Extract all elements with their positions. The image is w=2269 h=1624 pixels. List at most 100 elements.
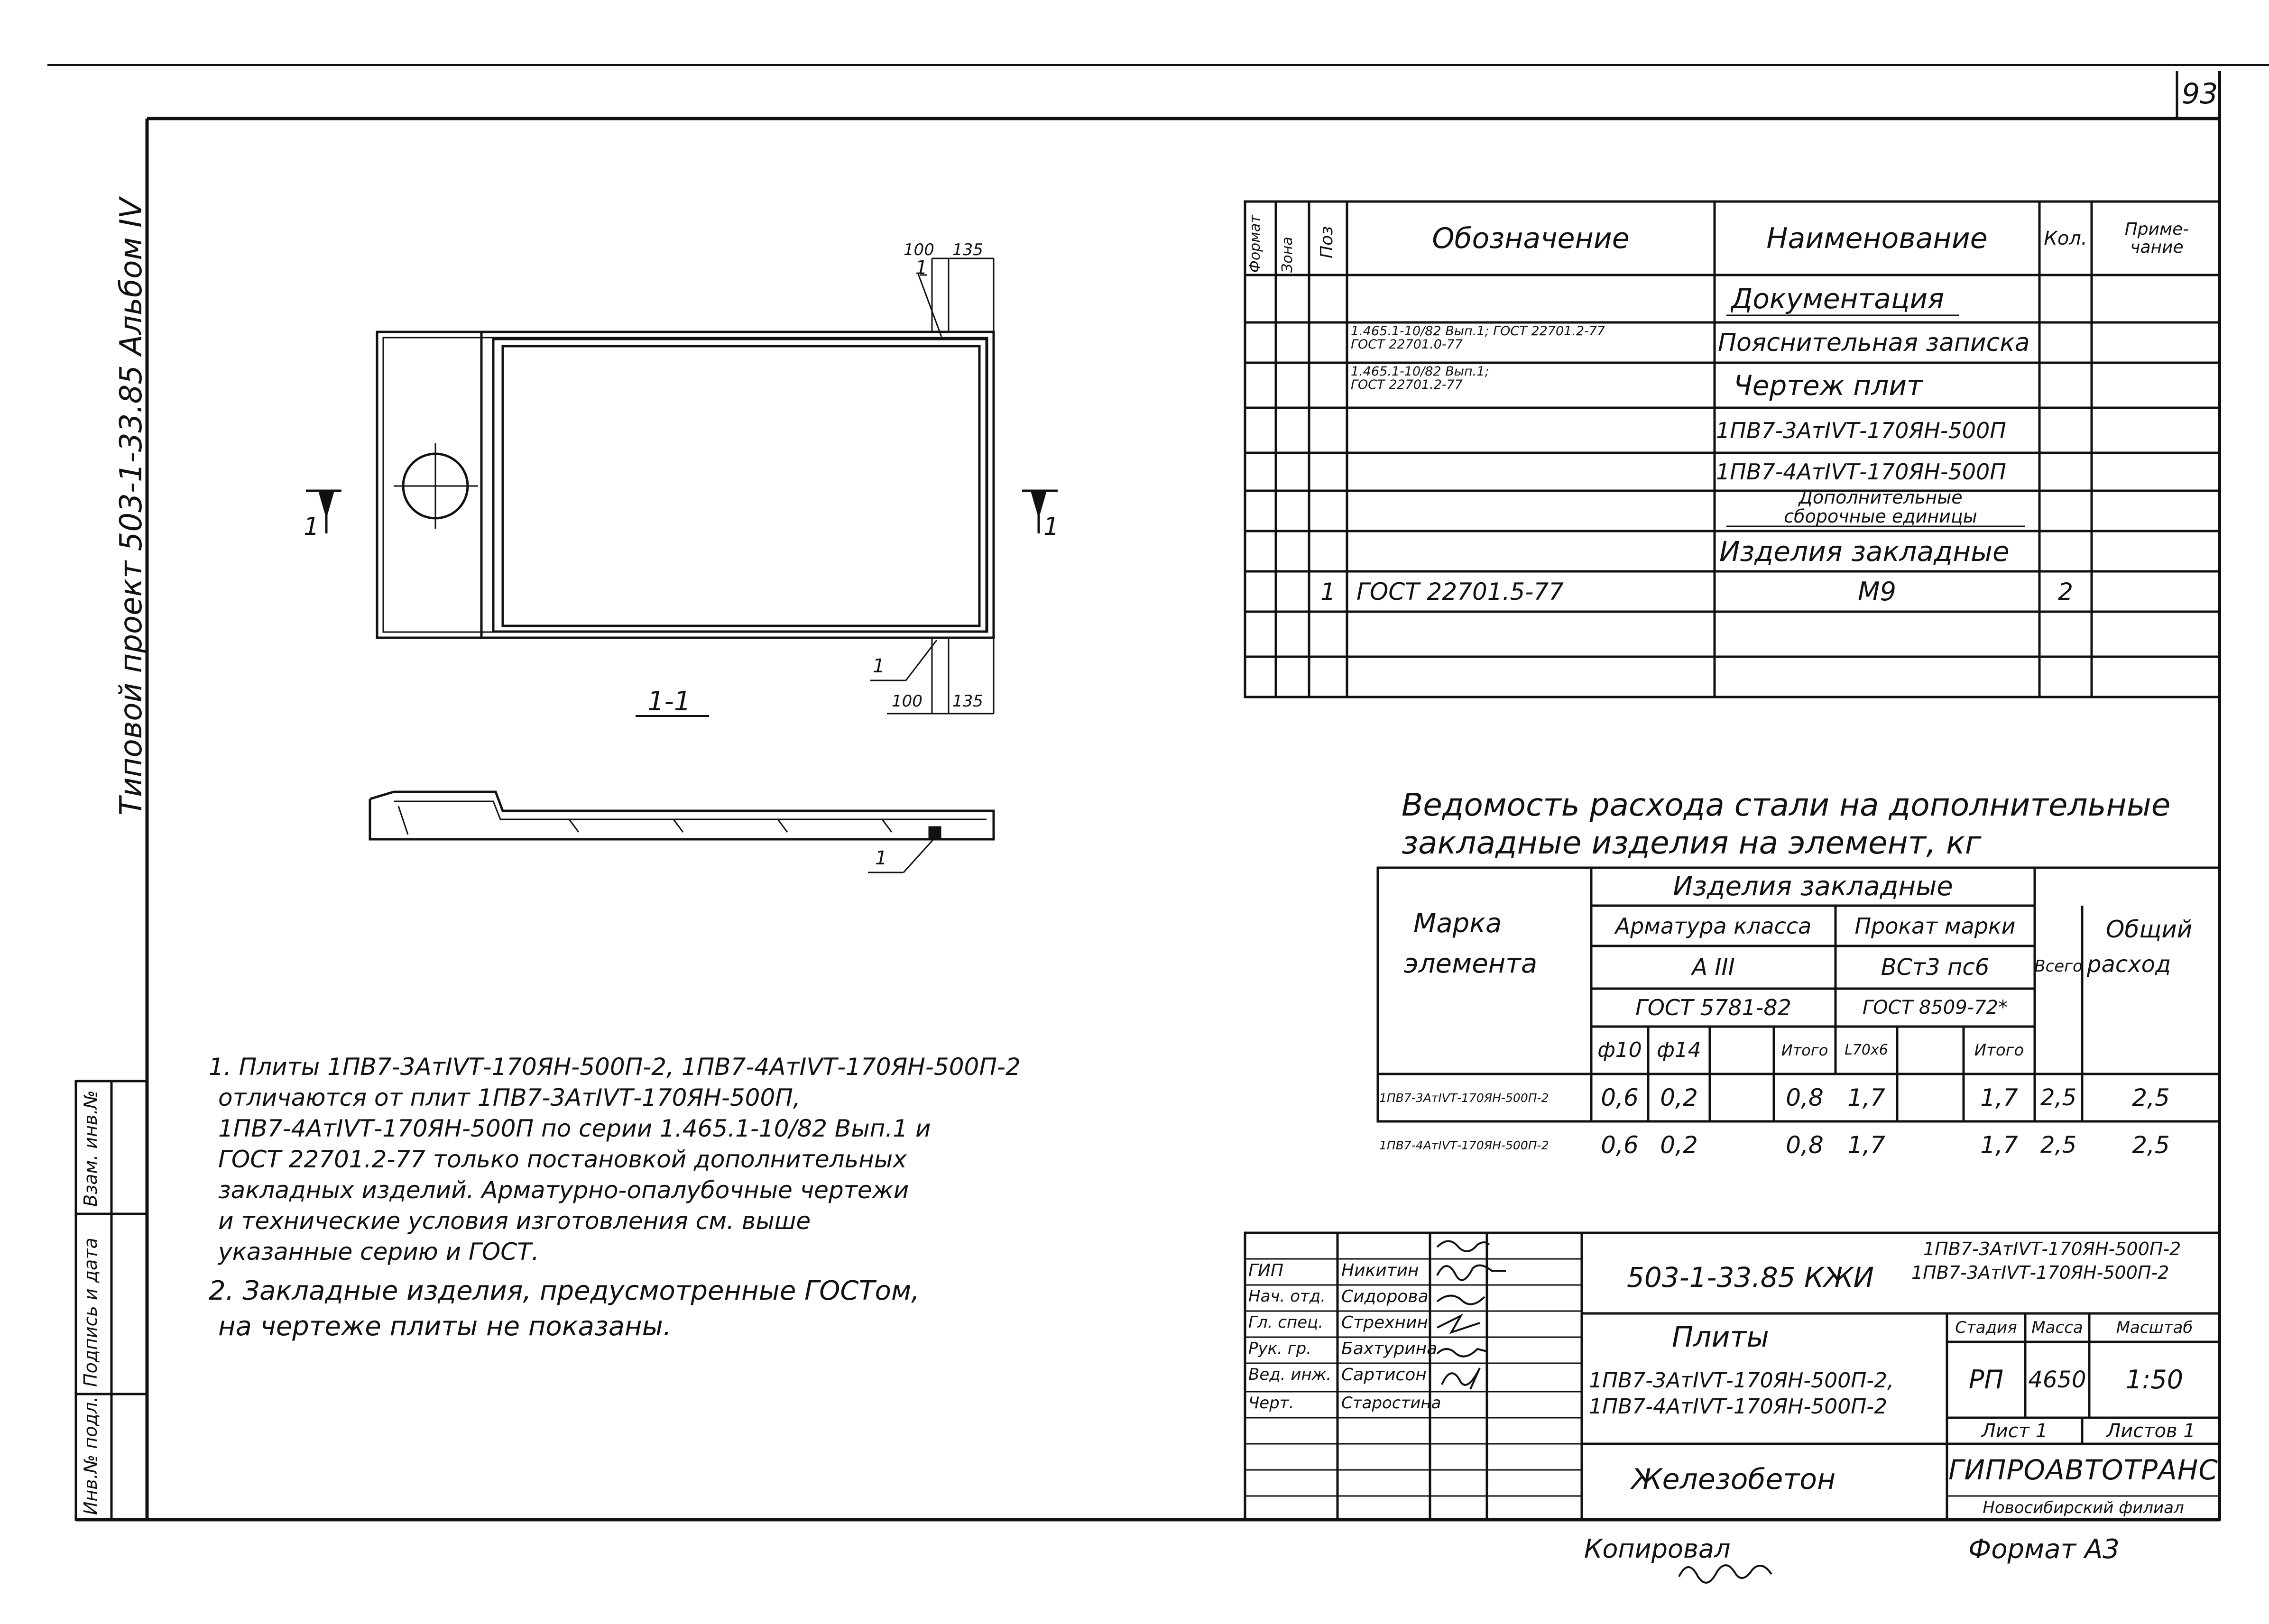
steel-header-rebar: Арматура класса <box>1615 913 1812 939</box>
note-line: указанные серию и ГОСТ. <box>218 1238 539 1266</box>
position-mark: 1 <box>915 257 928 279</box>
section-label: 1-1 <box>647 686 691 717</box>
tb-role: ГИП <box>1248 1261 1284 1280</box>
spec-row-qty: 2 <box>2058 578 2073 606</box>
dimension-label: 100 <box>904 240 934 259</box>
dimension-label: 135 <box>952 240 983 259</box>
tb-role: Вед. инж. <box>1248 1365 1332 1384</box>
note-line: 2. Закладные изделия, предусмотренные ГО… <box>209 1275 920 1306</box>
steel-cell: 2,5 <box>2040 1132 2077 1158</box>
steel-header-mark: элемента <box>1404 948 1538 979</box>
tb-mass-header: Масса <box>2031 1318 2083 1337</box>
section-mark-right: 1 <box>1043 513 1060 541</box>
spec-row-name: 1ПВ7-4АтIVТ-170ЯН-500П <box>1716 459 2006 485</box>
spec-row-designation: 1.465.1-10/82 Вып.1; ГОСТ 22701.2-77 ГОС… <box>1351 324 1605 352</box>
spec-header-format: Формат <box>1247 215 1264 273</box>
steel-header-rebar-gost: ГОСТ 5781-82 <box>1635 995 1791 1020</box>
note-line: закладных изделий. Арматурно-опалубочные… <box>218 1176 909 1204</box>
tb-name: Стрехнин <box>1341 1313 1428 1332</box>
tb-role: Черт. <box>1248 1394 1294 1413</box>
steel-cell: 1,7 <box>1847 1084 1885 1111</box>
tb-scale: 1:50 <box>2125 1365 2184 1395</box>
tb-role: Гл. спец. <box>1248 1313 1324 1332</box>
note-line: 1. Плиты 1ПВ7-3АтIVТ-170ЯН-500П-2, 1ПВ7-… <box>209 1053 1021 1081</box>
steel-sub-header: Итого <box>1781 1041 1828 1059</box>
spec-row-name: М9 <box>1858 576 1896 606</box>
tb-doc-title: Плиты <box>1672 1321 1769 1354</box>
steel-cell: 0,6 <box>1601 1084 1639 1111</box>
tb-code: 503-1-33.85 КЖИ <box>1627 1261 1874 1294</box>
page-number: 93 <box>2182 77 2218 110</box>
tb-name: Никитин <box>1341 1261 1419 1280</box>
steel-cell: 1,7 <box>1847 1131 1885 1159</box>
steel-header-overall: Общий <box>2106 916 2193 943</box>
tb-name: Сартисон <box>1341 1365 1427 1385</box>
spec-header-pos: Поз <box>1317 226 1337 258</box>
spec-header-zone: Зона <box>1279 237 1296 273</box>
stamp-inventory: Инв.№ подл. <box>80 1396 101 1515</box>
dimension-label: 100 <box>892 692 922 711</box>
tb-organization-branch: Новосибирский филиал <box>1983 1498 2184 1517</box>
tb-name: Старостина <box>1341 1394 1441 1413</box>
steel-header-mark: Марка <box>1413 908 1502 939</box>
note-line: отличаются от плит 1ПВ7-3АтIVТ-170ЯН-500… <box>218 1084 801 1111</box>
spec-row-name: Дополнительные сборочные единицы <box>1784 487 1977 527</box>
steel-header-rolled-gost: ГОСТ 8509-72* <box>1863 997 2008 1018</box>
steel-sub-header: ф10 <box>1597 1038 1642 1062</box>
tb-name: Сидорова <box>1341 1287 1429 1306</box>
tb-name: Бахтурина <box>1341 1339 1438 1358</box>
steel-header-rebar-class: А III <box>1692 954 1735 981</box>
tb-organization: ГИПРОАВТОТРАНС <box>1948 1454 2218 1486</box>
spec-row-name: Чертеж плит <box>1734 369 1923 402</box>
steel-header-items: Изделия закладные <box>1673 871 1953 902</box>
steel-cell: 0,2 <box>1660 1131 1698 1159</box>
steel-cell: 2,5 <box>2132 1131 2170 1159</box>
spec-row-name: Изделия закладные <box>1719 535 2010 568</box>
note-line: и технические условия изготовления см. в… <box>218 1207 811 1235</box>
signatures <box>1436 1240 1772 1584</box>
steel-cell: 2,5 <box>2132 1084 2170 1111</box>
steel-cell: 0,8 <box>1786 1131 1824 1159</box>
position-mark: 1 <box>875 847 887 869</box>
tb-scale-header: Масштаб <box>2116 1318 2193 1337</box>
tb-stage-header: Стадия <box>1955 1318 2017 1337</box>
tb-sheet: Лист 1 <box>1981 1420 2048 1442</box>
tb-doc-sub: 1ПВ7-4АтIVТ-170ЯН-500П-2 <box>1589 1395 1888 1419</box>
steel-sub-header: Итого <box>1974 1041 2024 1060</box>
tb-doc-sub: 1ПВ7-3АтIVТ-170ЯН-500П-2, <box>1589 1368 1894 1393</box>
spec-header-designation: Обозначение <box>1432 221 1630 255</box>
steel-header-rolled: Прокат марки <box>1854 913 2016 939</box>
steel-header-overall: расход <box>2087 951 2171 978</box>
stamp-signature-date: Подпись и дата <box>80 1238 101 1387</box>
steel-cell: 2,5 <box>2040 1084 2077 1111</box>
stamp-replace-inv: Взам. инв.№ <box>80 1090 101 1207</box>
tb-mark: 1ПВ7-3АтIVТ-170ЯН-500П-2 <box>1911 1262 2169 1283</box>
steel-title: Ведомость расхода стали на дополнительны… <box>1402 787 2171 823</box>
steel-cell: 0,2 <box>1660 1084 1698 1111</box>
tb-mass: 4650 <box>2028 1367 2086 1393</box>
spec-header-qty: Кол. <box>2044 227 2087 249</box>
steel-sub-header: L70x6 <box>1845 1042 1888 1058</box>
spec-header-name: Наименование <box>1766 221 1988 255</box>
steel-row-mark: 1ПВ7-3АтIVТ-170ЯН-500П-2 <box>1379 1091 1549 1105</box>
spec-row-pos: 1 <box>1320 578 1336 606</box>
steel-sub-header: ф14 <box>1657 1038 1701 1062</box>
tb-mark: 1ПВ7-3АтIVТ-170ЯН-500П-2 <box>1923 1239 2181 1259</box>
copied-by-label: Копировал <box>1584 1534 1731 1564</box>
format-label: Формат А3 <box>1968 1534 2120 1565</box>
steel-cell: 0,6 <box>1601 1131 1639 1159</box>
spec-row-name: Пояснительная записка <box>1718 328 2030 357</box>
tb-role: Нач. отд. <box>1248 1287 1326 1306</box>
side-title: Типовой проект 503-1-33.85 Альбом IV <box>114 198 149 816</box>
note-line: 1ПВ7-4АтIVТ-170ЯН-500П по серии 1.465.1-… <box>218 1115 931 1142</box>
section-mark-left: 1 <box>304 513 320 541</box>
steel-cell: 1,7 <box>1980 1131 2018 1159</box>
tb-material: Железобетон <box>1632 1463 1836 1496</box>
steel-title: закладные изделия на элемент, кг <box>1402 825 1982 861</box>
steel-row-mark: 1ПВ7-4АтIVТ-170ЯН-500П-2 <box>1379 1138 1549 1152</box>
spec-header-note: Приме- чание <box>2124 220 2189 257</box>
dimension-label: 135 <box>952 692 983 711</box>
steel-cell: 0,8 <box>1786 1084 1824 1111</box>
spec-row-designation: ГОСТ 22701.5-77 <box>1356 578 1564 606</box>
